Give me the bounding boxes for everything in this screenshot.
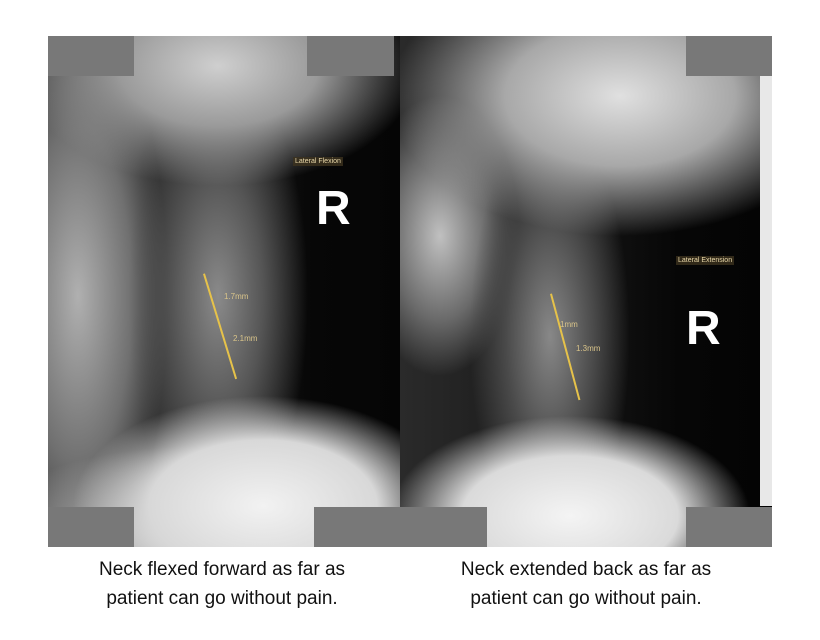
view-label: Lateral Extension <box>676 256 735 265</box>
redaction-block <box>48 36 134 76</box>
xray-flexion: Lateral Flexion R 1.7mm 2.1mm <box>48 36 400 547</box>
redaction-block <box>686 36 772 76</box>
caption-flexion: Neck flexed forward as far as patient ca… <box>42 555 402 613</box>
caption-line: Neck extended back as far as <box>460 559 712 580</box>
caption-line: Neck flexed forward as far as <box>98 559 346 580</box>
caption-line: patient can go without pain. <box>470 588 702 609</box>
side-marker: R <box>316 182 351 235</box>
measurement-line <box>203 273 238 380</box>
redaction-block <box>48 507 134 547</box>
measurement-label: 1.3mm <box>576 344 601 353</box>
redaction-block <box>314 507 487 547</box>
xray-extension: Lateral Extension R 1mm 1.3mm <box>400 36 772 547</box>
film-edge <box>760 76 772 506</box>
caption-extension: Neck extended back as far as patient can… <box>406 555 766 613</box>
view-label: Lateral Flexion <box>293 157 343 166</box>
measurement-label: 2.1mm <box>233 334 258 343</box>
redaction-block <box>307 36 394 76</box>
measurement-label: 1.7mm <box>224 292 249 301</box>
caption-line: patient can go without pain. <box>106 588 338 609</box>
side-marker: R <box>686 302 721 355</box>
measurement-label: 1mm <box>560 320 578 329</box>
redaction-block <box>686 507 772 547</box>
